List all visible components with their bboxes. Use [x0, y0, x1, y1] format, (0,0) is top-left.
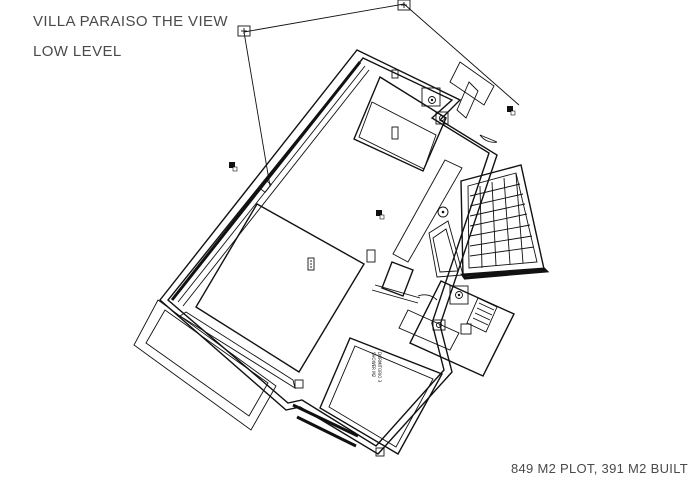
bedroom-sublabel: SHOWER M2: [371, 352, 376, 378]
level-label: LOW LEVEL: [33, 43, 122, 60]
exterior-glazing: [170, 61, 370, 307]
plot-boundary: [237, 0, 520, 187]
plot-area-caption: 849 M2 PLOT, 391 M2 BUILT: [510, 461, 688, 476]
staircase: [428, 164, 550, 280]
terrace: [133, 299, 277, 431]
washroom: [371, 261, 438, 304]
plan-title: VILLA PARAISO THE VIEW: [33, 13, 228, 30]
bedroom-label: DORMITORIO 3: [377, 352, 382, 383]
bedroom-3: DORMITORIO 3 SHOWER M2: [292, 337, 443, 457]
section-markers: [229, 106, 516, 220]
bathroom: [398, 280, 515, 377]
entrance-wing: [449, 61, 498, 143]
corridor: [366, 159, 463, 263]
pool-area: [179, 203, 365, 389]
upper-room: [353, 69, 449, 172]
